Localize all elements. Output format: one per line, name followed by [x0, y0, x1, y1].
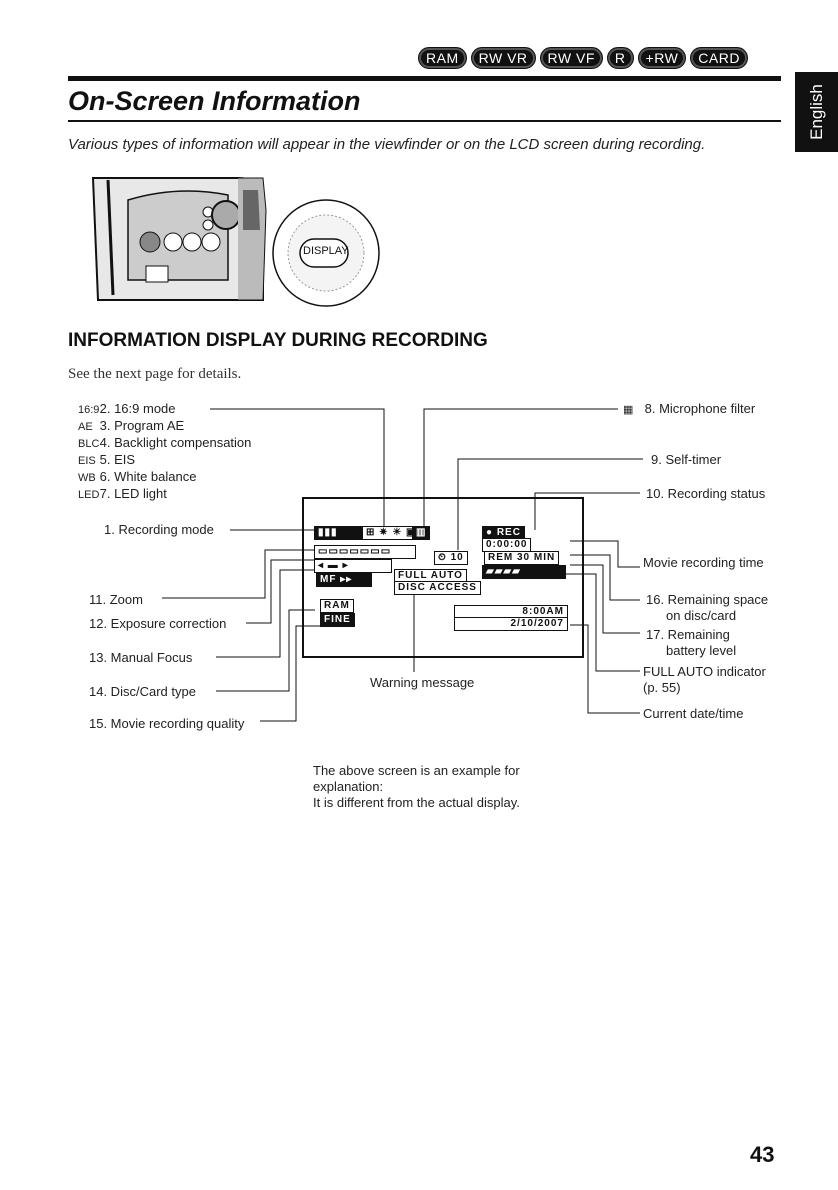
note-line-2: explanation: — [313, 779, 384, 794]
title-rule-top — [68, 76, 781, 81]
recording-mode-icon: ▮▮▮ — [314, 526, 366, 540]
backlight-icon: BLC — [78, 438, 100, 450]
callout-remaining-space-2: on disc/card — [666, 608, 737, 623]
title-rule-bottom — [68, 120, 781, 122]
zoom-bar: ▭▭▭▭▭▭▭ — [314, 545, 416, 559]
badge-r: R — [606, 47, 634, 69]
program-ae-icon: AE — [78, 421, 93, 433]
page-number: 43 — [750, 1142, 775, 1167]
callout-movie-quality: 15. Movie recording quality — [89, 716, 245, 731]
page-subtitle: Various types of information will appear… — [68, 136, 706, 153]
page-title: On-Screen Information — [68, 86, 361, 116]
callout-manual-focus: 13. Manual Focus — [89, 650, 193, 665]
battery-level-icon: ▰▰▰▰ — [482, 565, 566, 579]
note-line-3: It is different from the actual display. — [313, 795, 520, 810]
label-eis: EIS 5. EIS — [78, 452, 136, 467]
lcd-screen: ▮▮▮ ⊞ ✷ ☀ ▣ ▥ ● REC 0:00:00 ⏲ 10 REM 30 … — [302, 497, 584, 658]
callout-remaining-space: 16. Remaining space — [646, 592, 769, 607]
display-button-zoom: DISPLAY — [270, 197, 382, 309]
exposure-bar: ◂ ▬ ▸ — [314, 559, 392, 573]
date-osd: 2/10/2007 — [454, 617, 568, 631]
warning-message-label: Warning message — [370, 675, 475, 690]
badge-plus-rw: +RW — [637, 47, 687, 69]
callout-exposure: 12. Exposure correction — [89, 616, 227, 631]
badge-rw-vr: RW VR — [470, 47, 536, 69]
media-type-osd: RAM — [320, 599, 354, 613]
callout-full-auto: FULL AUTO indicator — [643, 664, 766, 679]
quality-osd: FINE — [320, 613, 355, 627]
note-line-1: The above screen is an example for — [313, 763, 520, 778]
led-light-icon: LED — [78, 489, 100, 501]
eis-icon: EIS — [78, 455, 96, 467]
callout-full-auto-2: (p. 55) — [643, 680, 681, 695]
white-balance-icon: WB — [78, 472, 96, 484]
badge-rw-vf: RW VF — [539, 47, 603, 69]
section-intro: See the next page for details. — [68, 366, 242, 382]
language-tab: English — [795, 72, 838, 152]
callout-recording-mode: 1. Recording mode — [104, 522, 214, 537]
mic-filter-icon: ▦ — [623, 404, 634, 416]
label-program-ae: AE 3. Program AE — [78, 418, 185, 433]
callout-rec-status: 10. Recording status — [646, 486, 766, 501]
callout-battery-2: battery level — [666, 643, 737, 658]
section-heading: INFORMATION DISPLAY DURING RECORDING — [68, 330, 488, 351]
manual-focus-osd: MF ▸▸ — [316, 573, 372, 587]
example-note: The above screen is an example for expla… — [313, 763, 593, 811]
callout-movie-time: Movie recording time — [643, 555, 764, 570]
callout-disc-card-type: 14. Disc/Card type — [89, 684, 196, 699]
callout-mic-filter: ▦ 8. Microphone filter — [623, 401, 756, 416]
wide-mode-icon: 16:9 — [78, 404, 100, 416]
mic-filter-osd-icon: ▥ — [412, 526, 431, 540]
remaining-osd: REM 30 MIN — [484, 551, 560, 565]
callout-date-time: Current date/time — [643, 706, 744, 721]
label-16-9-mode: 16:9 2. 16:9 mode — [78, 401, 176, 416]
label-led-light: LED 7. LED light — [78, 486, 167, 501]
disc-access-osd: DISC ACCESS — [394, 581, 481, 595]
rec-counter: 0:00:00 — [482, 538, 532, 552]
callout-battery: 17. Remaining — [646, 627, 730, 642]
display-button-label: DISPLAY — [303, 245, 349, 257]
callout-self-timer: 9. Self-timer — [651, 452, 722, 467]
label-white-balance: WB 6. White balance — [78, 469, 197, 484]
callout-zoom: 11. Zoom — [89, 592, 143, 607]
media-badges: RAM RW VR RW VF R +RW CARD — [418, 47, 748, 69]
badge-card: CARD — [690, 47, 748, 69]
self-timer-osd: ⏲ 10 — [434, 551, 468, 565]
zoom-circle — [272, 199, 380, 307]
badge-ram: RAM — [418, 47, 467, 69]
label-backlight: BLC 4. Backlight compensation — [78, 435, 252, 450]
leader-lines — [162, 408, 643, 722]
